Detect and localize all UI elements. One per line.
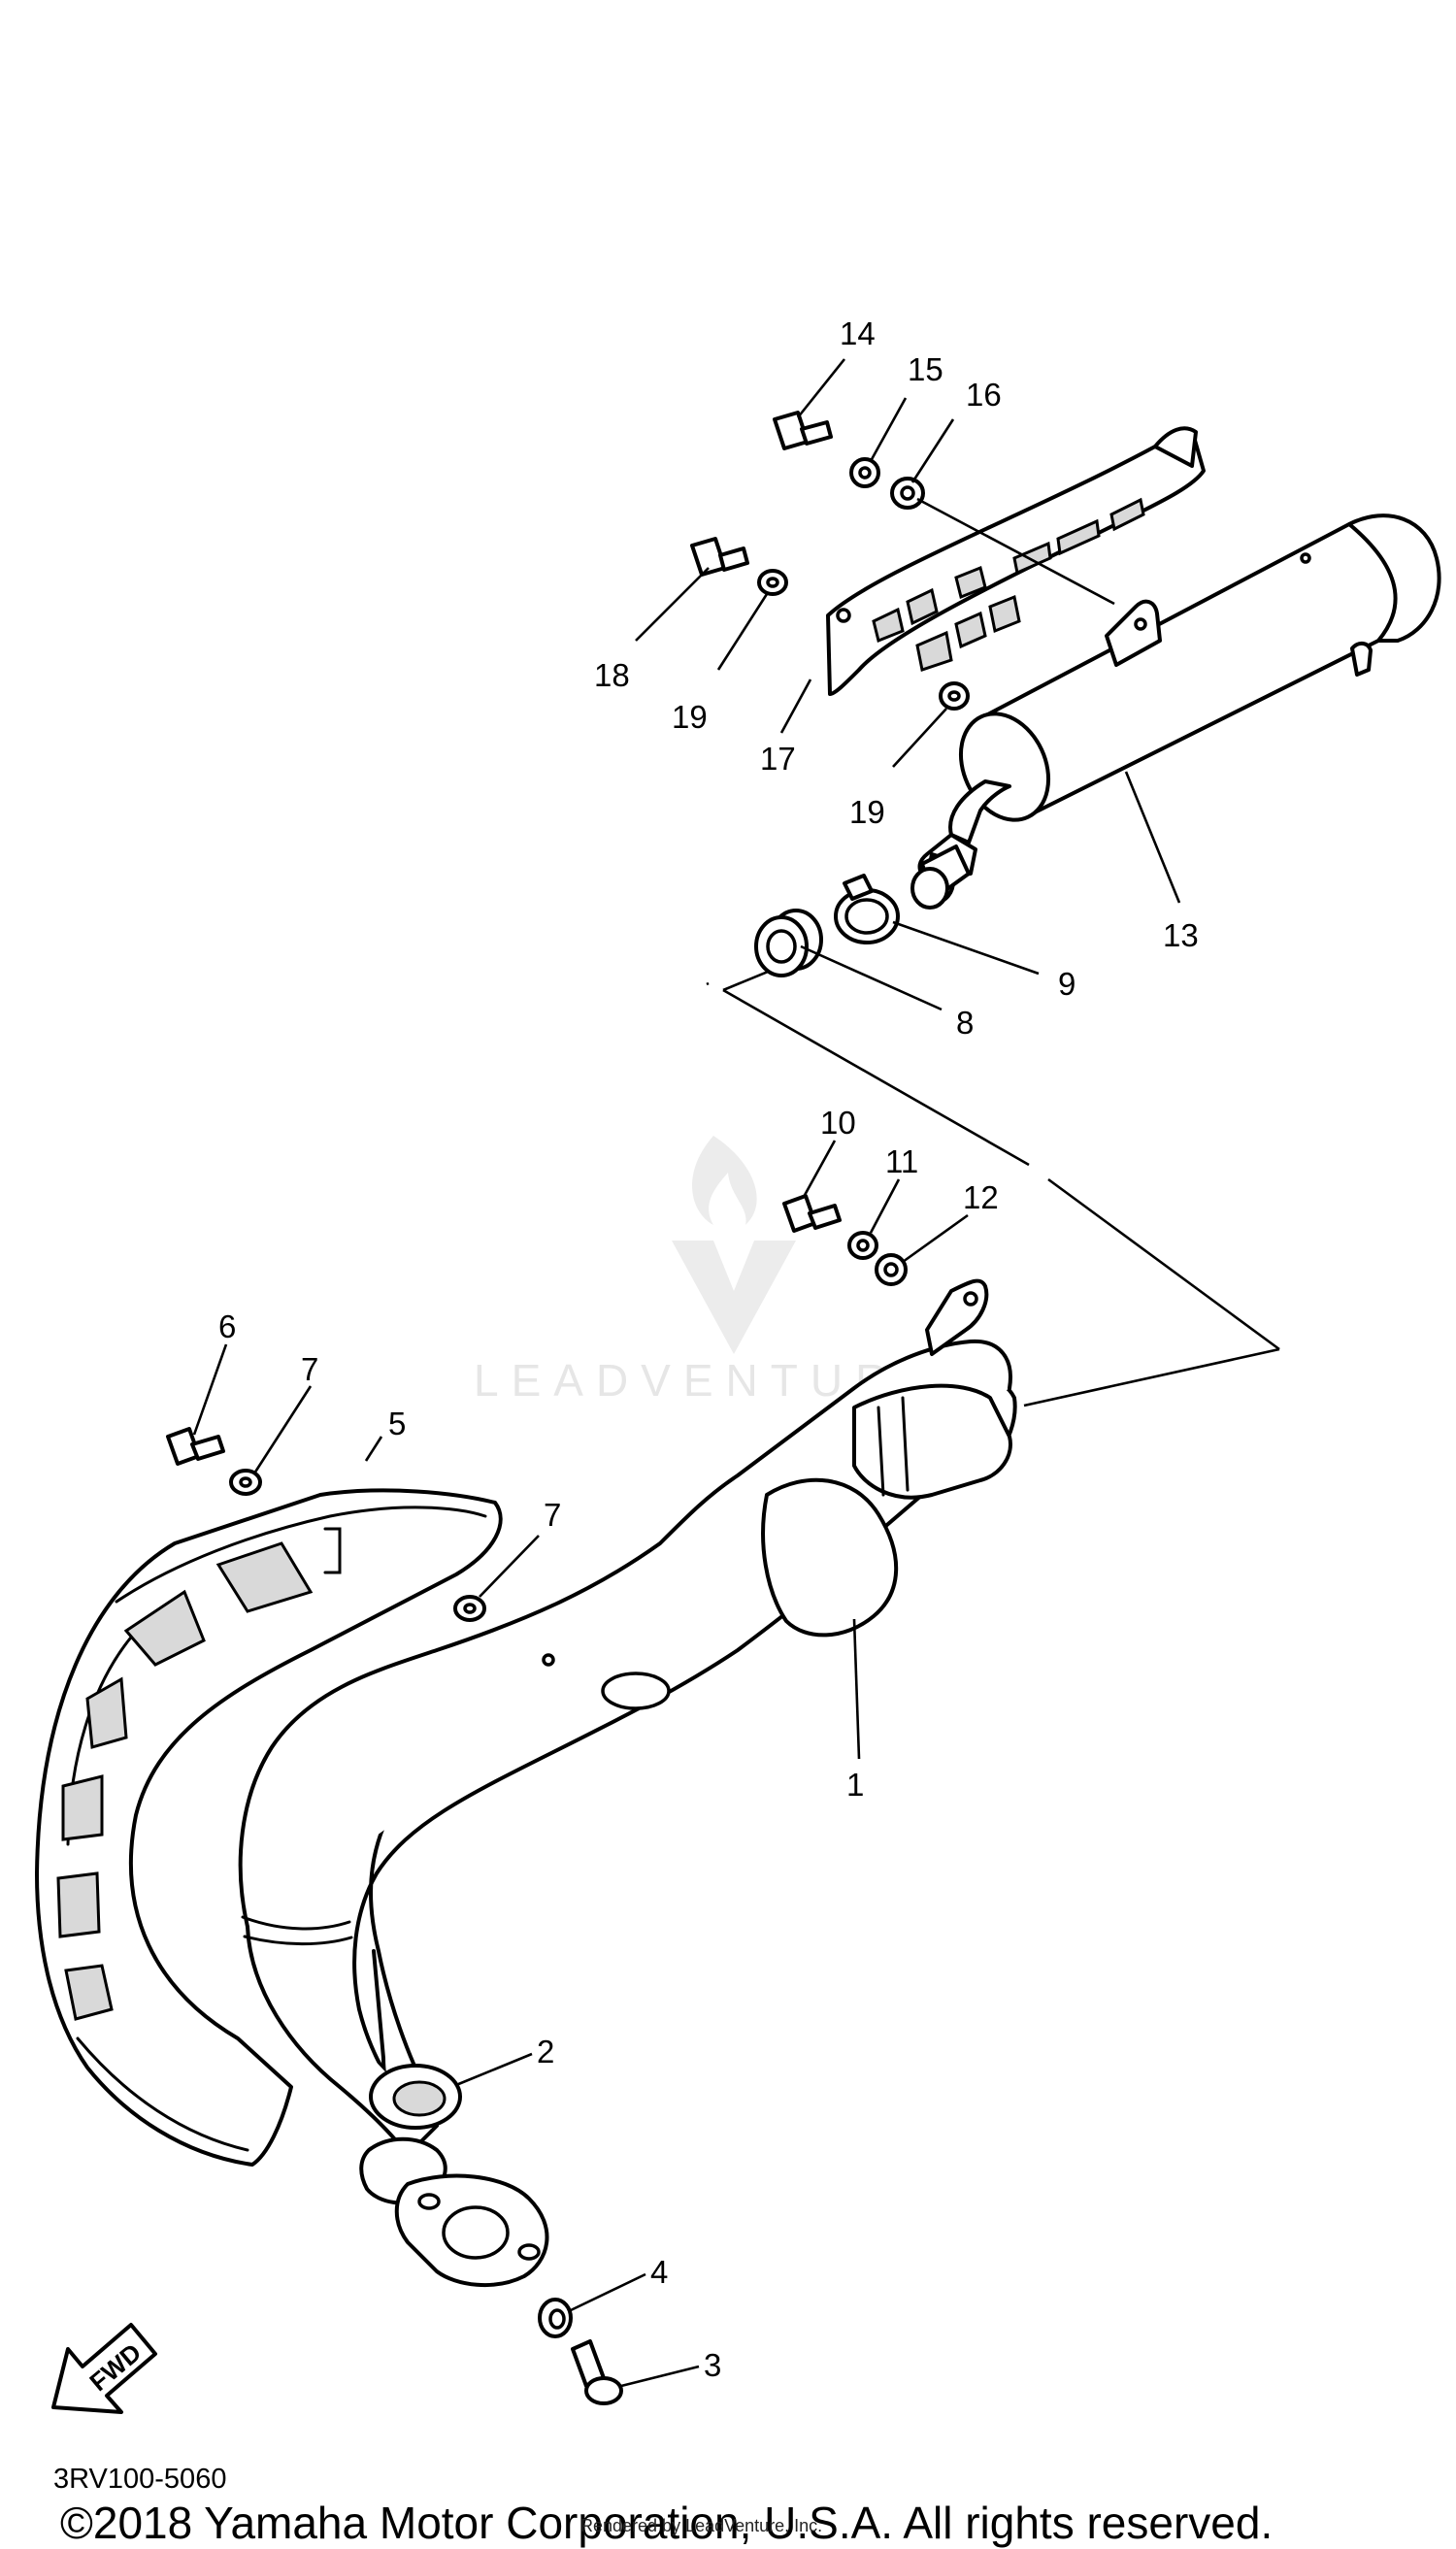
- leadventure-watermark-logo: LEADVENTURE: [474, 1136, 930, 1406]
- callout-19-upper: 19: [672, 699, 708, 735]
- callout-16: 16: [966, 377, 1002, 413]
- spring-washer-part-15: [849, 457, 880, 488]
- callout-13: 13: [1163, 917, 1199, 953]
- bolt-part-10: [782, 1194, 842, 1233]
- bolt-part-18: [690, 537, 749, 577]
- callout-18: 18: [594, 657, 630, 693]
- assembly-reference-line: [706, 954, 1280, 1407]
- callout-14: 14: [840, 315, 876, 351]
- callout-3: 3: [704, 2347, 721, 2383]
- callout-19-lower: 19: [849, 794, 885, 830]
- callout-12: 12: [963, 1179, 999, 1215]
- washer-part-4: [538, 2298, 573, 2338]
- leader-lines: [192, 358, 1181, 2388]
- callout-7-lower: 7: [544, 1497, 561, 1533]
- silencer: [910, 513, 1441, 910]
- rendered-by-credit: Rendered by LeadVenture, Inc.: [580, 2516, 823, 2535]
- callout-2: 2: [537, 2034, 554, 2069]
- washer-part-19-lower: [939, 681, 970, 711]
- bolt-part-6: [166, 1427, 225, 1466]
- callout-10: 10: [820, 1105, 856, 1141]
- callout-8: 8: [956, 1005, 974, 1041]
- callout-7-upper: 7: [301, 1351, 318, 1387]
- mounting-reference-line: [916, 497, 1115, 606]
- washer-part-19-upper: [757, 569, 788, 596]
- callout-17: 17: [760, 741, 796, 777]
- callout-5: 5: [388, 1406, 406, 1441]
- callout-11: 11: [885, 1143, 918, 1179]
- gasket: [369, 2064, 462, 2130]
- joint-part-8: [754, 909, 823, 977]
- bolt-part-3: [571, 2339, 623, 2405]
- washer-part-7-lower: [453, 1595, 486, 1622]
- callout-9: 9: [1058, 966, 1075, 1002]
- washer-part-7-upper: [229, 1469, 262, 1496]
- bolt-part-14: [773, 411, 833, 450]
- fwd-arrow-icon: FWD: [51, 2323, 157, 2414]
- exhaust-pipe: [238, 1278, 1017, 2288]
- pipe-protector: [35, 1488, 503, 2167]
- clamp-part-9: [834, 874, 900, 944]
- washer-part-12: [875, 1253, 908, 1286]
- callout-6: 6: [218, 1308, 236, 1344]
- spring-washer-part-11: [847, 1231, 878, 1260]
- diagram-code: 3RV100-5060: [53, 2464, 227, 2495]
- washer-part-16: [890, 477, 925, 510]
- callout-1: 1: [846, 1767, 864, 1803]
- silencer-protector: [826, 426, 1206, 696]
- callout-15: 15: [908, 351, 943, 387]
- callout-4: 4: [650, 2254, 668, 2290]
